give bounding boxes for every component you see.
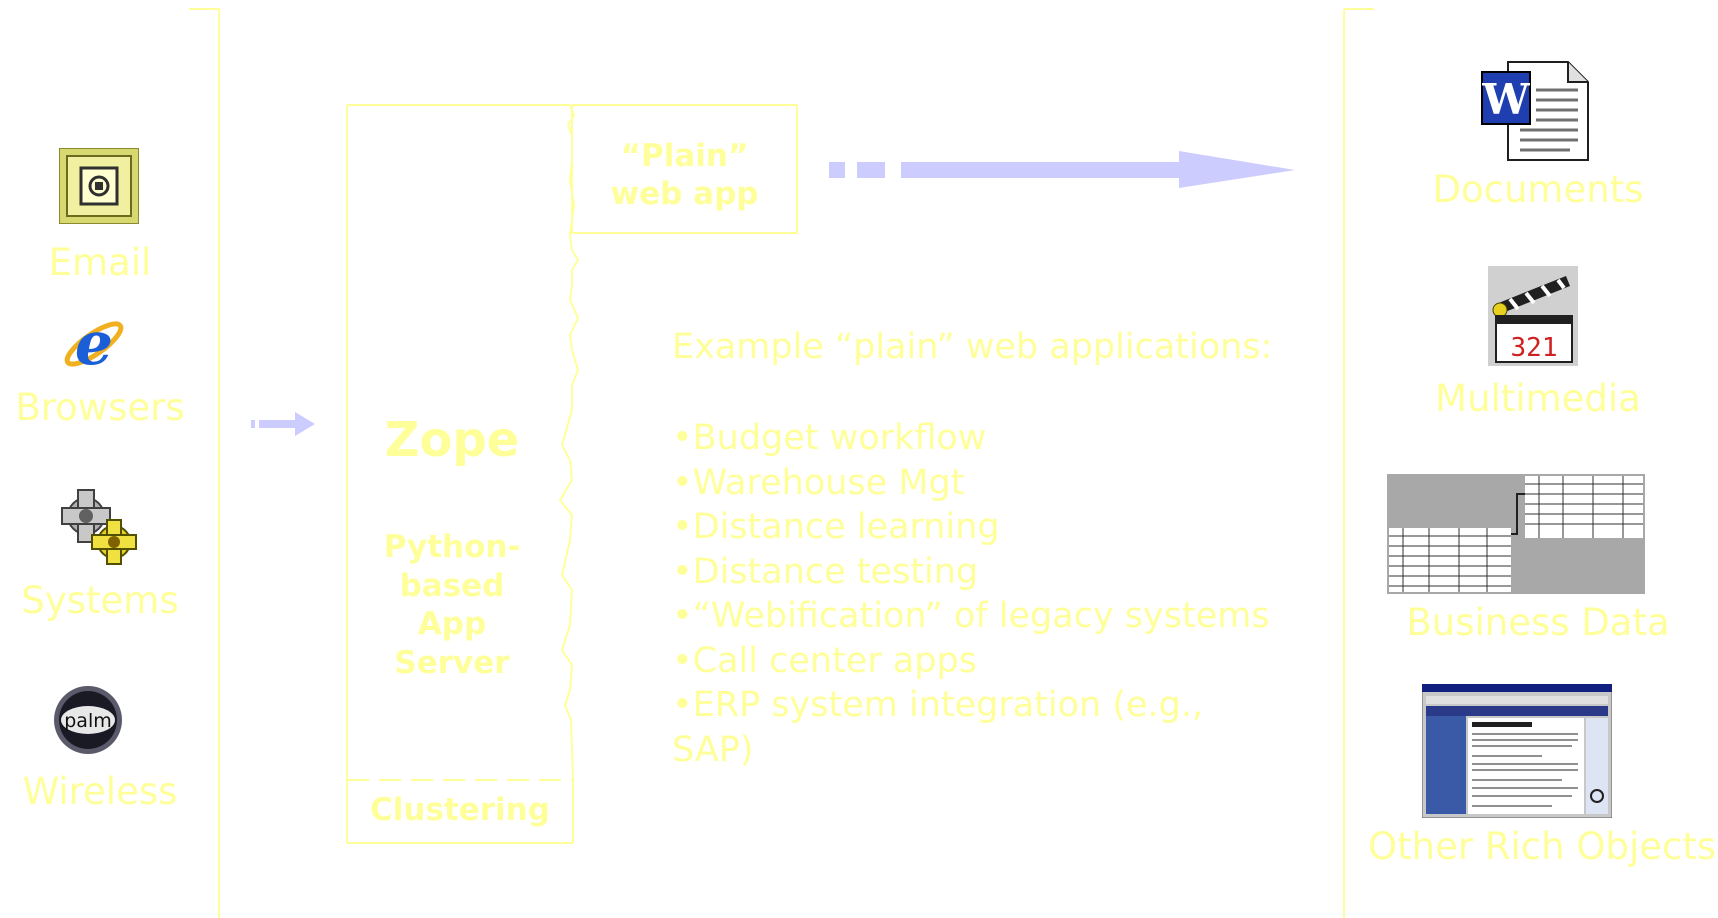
- list-item: •Warehouse Mgt: [672, 462, 965, 503]
- app-server-line-2: based: [399, 567, 505, 604]
- clapper-digits: 321: [1511, 333, 1558, 363]
- input-arrow: [251, 412, 315, 436]
- list-item: •Distance testing: [672, 551, 979, 592]
- gears-icon: [50, 486, 146, 566]
- plain-web-app-label: “Plain” web app: [572, 137, 797, 213]
- zope-label: Zope: [384, 412, 520, 468]
- output-arrow: [829, 151, 1295, 188]
- systems-label: Systems: [21, 579, 179, 622]
- clapperboard-icon: 321: [1488, 266, 1578, 366]
- list-item: •Distance learning: [672, 507, 1000, 547]
- list-item: •Call center apps: [672, 640, 977, 681]
- svg-text:e: e: [75, 309, 113, 378]
- list-item: •Budget workflow: [672, 418, 987, 458]
- examples-list: •Budget workflow •Warehouse Mgt •Distanc…: [672, 416, 1270, 772]
- app-server-line-1: Python-: [383, 529, 521, 565]
- wireless-label: Wireless: [22, 770, 178, 813]
- list-item: SAP): [672, 729, 754, 770]
- app-server-line-3: App: [417, 606, 487, 642]
- email-icon: [59, 148, 139, 224]
- plain-web-app-line-1: “Plain”: [620, 138, 749, 174]
- internet-explorer-icon: e: [58, 306, 130, 378]
- app-server-line-4: Server: [394, 644, 510, 681]
- browsers-label: Browsers: [15, 386, 185, 429]
- list-item: •ERP system integration (e.g.,: [672, 685, 1204, 725]
- right-bracket: [1343, 8, 1374, 918]
- plain-web-app-box: [571, 104, 798, 234]
- app-server-label: Python- based App Server: [347, 528, 557, 682]
- plain-web-app-line-2: web app: [610, 176, 759, 212]
- other-rich-objects-label: Other Rich Objects: [1368, 825, 1717, 868]
- web-page-icon: [1422, 684, 1612, 818]
- examples-heading: Example “plain” web applications:: [672, 327, 1273, 367]
- email-label: Email: [48, 241, 152, 284]
- palm-icon: palm: [52, 684, 124, 756]
- business-data-label: Business Data: [1406, 601, 1670, 644]
- left-bracket: [189, 8, 220, 918]
- svg-text:W: W: [1481, 75, 1530, 124]
- spreadsheet-icon: [1387, 474, 1645, 594]
- palm-logo-text: palm: [64, 710, 112, 732]
- app-server-box: [346, 104, 580, 844]
- multimedia-label: Multimedia: [1435, 377, 1641, 420]
- word-document-icon: W: [1480, 60, 1590, 162]
- list-item: •“Webification” of legacy systems: [672, 596, 1270, 636]
- clustering-label: Clustering: [370, 792, 550, 828]
- documents-label: Documents: [1432, 168, 1644, 211]
